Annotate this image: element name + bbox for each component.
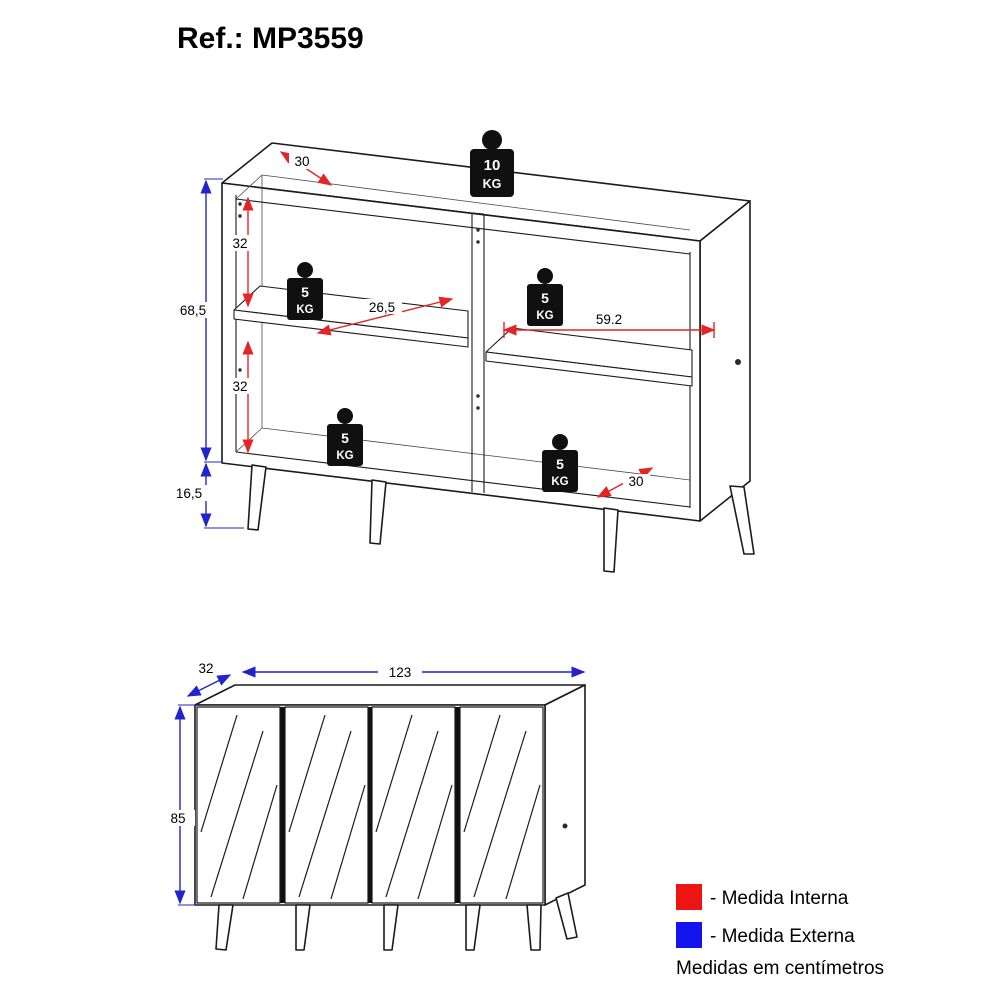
svg-text:59.2: 59.2	[596, 312, 622, 327]
leg	[295, 904, 311, 951]
leg	[526, 904, 542, 951]
door-separator	[368, 707, 372, 903]
external-measure-label: - Medida Externa	[710, 926, 855, 947]
weight-5kg-icon-left-shelf: 5 KG	[287, 262, 323, 320]
cabinet-internal-diagram: 10 KG 5 KG 5 KG 5 KG 5 KG	[171, 130, 755, 573]
svg-text:30: 30	[628, 474, 643, 489]
dim-shelf-depth: 26,5	[316, 296, 454, 336]
dim-right-internal-width: 59.2	[502, 312, 716, 338]
svg-text:5: 5	[556, 456, 564, 472]
dim-height: 85	[162, 704, 196, 906]
dim-internal-height: 68,5	[175, 178, 223, 463]
interior-ceiling-back-edge	[261, 174, 691, 231]
page-title: Ref.: MP3559	[177, 22, 364, 55]
svg-text:5: 5	[301, 284, 309, 300]
legend: - Medida Interna - Medida Externa Medida…	[676, 884, 884, 979]
dim-leg-height: 16,5	[171, 462, 244, 529]
center-divider	[471, 212, 485, 493]
door-separator	[280, 707, 285, 903]
weight-5kg-icon-right-shelf: 5 KG	[527, 268, 563, 326]
svg-text:KG: KG	[296, 304, 313, 316]
mirror-door-1	[196, 706, 281, 904]
svg-text:5: 5	[341, 430, 349, 446]
leg	[383, 904, 399, 951]
cabinet-right-face	[699, 200, 751, 522]
interior-ceiling-left-edge	[235, 174, 263, 200]
svg-text:26,5: 26,5	[369, 300, 395, 315]
dim-bottom-depth: 30	[596, 467, 654, 498]
weight-10kg-icon: 10 KG	[470, 130, 514, 197]
cabinet-external-diagram: 32 123 85	[162, 661, 586, 951]
weight-5kg-icon-bottom-right: 5 KG	[542, 434, 578, 492]
internal-measure-label: - Medida Interna	[710, 888, 849, 909]
svg-text:KG: KG	[336, 450, 353, 462]
svg-text:30: 30	[294, 154, 309, 169]
weight-5kg-icon-bottom-left: 5 KG	[327, 408, 363, 466]
leg	[555, 892, 578, 940]
svg-text:KG: KG	[551, 476, 568, 488]
mirror-door-2	[284, 706, 369, 904]
svg-text:5: 5	[541, 290, 549, 306]
dim-upper-shelf-gap: 32	[227, 196, 254, 308]
side-handle-hole	[735, 359, 741, 365]
interior-ceiling-front-edge	[235, 198, 691, 255]
cabinet-legs	[247, 464, 755, 573]
leg	[215, 904, 234, 951]
svg-text:KG: KG	[536, 310, 553, 322]
weight-value: 10	[484, 157, 501, 174]
units-note: Medidas em centímetros	[676, 958, 884, 979]
dim-depth: 32	[186, 661, 232, 697]
svg-text:123: 123	[389, 665, 412, 680]
right-shelf-edge	[485, 351, 693, 387]
svg-text:68,5: 68,5	[180, 303, 206, 318]
weight-unit: KG	[483, 177, 502, 191]
leg	[729, 485, 755, 555]
front-view-right-face	[544, 684, 586, 906]
leg	[603, 507, 619, 573]
svg-text:32: 32	[232, 379, 247, 394]
front-view-top-face	[194, 684, 586, 706]
leg	[247, 464, 267, 531]
dim-lower-shelf-gap: 32	[227, 340, 254, 454]
external-measure-swatch	[676, 922, 702, 948]
svg-text:85: 85	[170, 811, 185, 826]
mirror-door-4	[459, 706, 544, 904]
cabinet-body	[221, 142, 755, 573]
svg-text:32: 32	[198, 661, 213, 676]
dim-width: 123	[241, 664, 586, 680]
leg	[465, 904, 481, 951]
door-separator	[455, 707, 460, 903]
svg-text:16,5: 16,5	[176, 486, 202, 501]
mirror-door-3	[371, 706, 456, 904]
internal-measure-swatch	[676, 884, 702, 910]
svg-text:32: 32	[232, 236, 247, 251]
leg	[369, 479, 387, 545]
dim-top-depth: 30	[279, 151, 333, 186]
side-handle-hole	[562, 823, 568, 829]
interior-bottom-front-edge	[235, 451, 691, 508]
front-view-legs	[215, 892, 578, 951]
